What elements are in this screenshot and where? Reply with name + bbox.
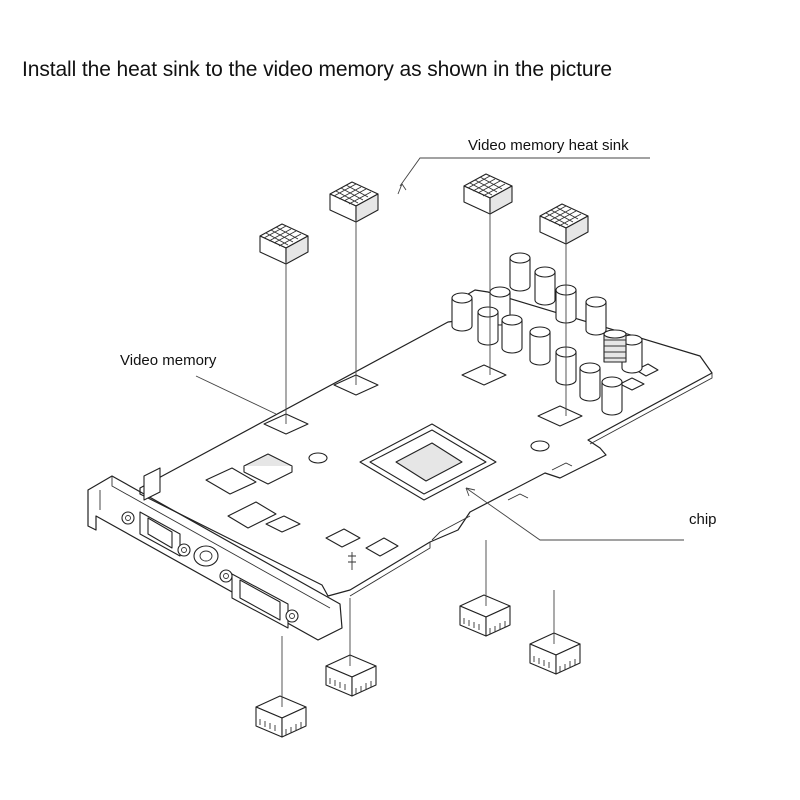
label-video-memory-heat-sink: Video memory heat sink	[468, 137, 629, 154]
label-video-memory: Video memory	[120, 352, 217, 369]
leader-lines	[195, 157, 684, 707]
page-title: Install the heat sink to the video memor…	[22, 58, 612, 81]
gpu-chip	[359, 423, 497, 501]
label-chip: chip	[689, 511, 717, 528]
video-memory-heat-sinks-bottom	[255, 594, 581, 738]
inductor-coil	[603, 329, 627, 363]
memory-pads	[263, 364, 583, 435]
video-memory-heat-sinks-top	[259, 173, 589, 265]
small-components	[243, 363, 659, 570]
io-bracket	[87, 467, 343, 641]
